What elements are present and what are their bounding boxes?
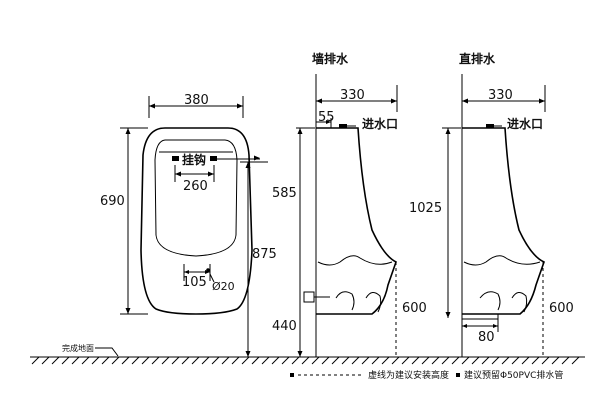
floor-drain-title: 直排水 [459, 51, 496, 66]
front-view: 380 挂钩 260 105 Ø20 690 [100, 93, 277, 357]
hook-left-icon [172, 156, 179, 161]
hook-width-label: 260 [183, 179, 208, 194]
wall-drain-body [316, 127, 397, 315]
floor-inlet-icon [486, 124, 494, 128]
ground: 完成地面 [30, 343, 585, 365]
front-width-label: 380 [184, 93, 209, 108]
wall-drain-title: 墙排水 [312, 51, 349, 66]
wall-drain-pipe-icon [303, 291, 315, 303]
legend-dashed-note: 虚线为建议安装高度 [368, 369, 449, 381]
ground-label: 完成地面 [62, 343, 94, 353]
wall-inlet-offset-label: 55 [318, 110, 335, 125]
wall-dash-height-label: 600 [402, 301, 427, 316]
floor-drain-body [462, 127, 545, 315]
wall-hook-height-label: 585 [272, 186, 297, 201]
install-height-label: 875 [252, 247, 277, 262]
hook-right-icon [210, 156, 217, 161]
legend: 虚线为建议安装高度 建议预留Φ50PVC排水管 [290, 369, 563, 381]
floor-dash-height-label: 600 [549, 301, 574, 316]
front-body-outline [140, 127, 253, 315]
ground-hatch [31, 356, 580, 365]
outlet-diameter-label: Ø20 [212, 280, 235, 293]
front-height-label: 690 [100, 194, 125, 209]
legend-pipe-note: 建议预留Φ50PVC排水管 [464, 369, 563, 381]
wall-inlet-label: 进水口 [362, 116, 398, 131]
floor-drain-view: 直排水 330 进水口 1025 80 600 [409, 51, 574, 357]
wall-drain-height-label: 440 [272, 319, 297, 334]
floor-total-height-label: 1025 [409, 201, 442, 216]
wall-depth-label: 330 [340, 88, 365, 103]
legend-pipe-marker-icon [456, 373, 460, 377]
hook-label: 挂钩 [182, 152, 206, 167]
front-bowl-outline [154, 139, 238, 257]
outlet-offset-label: 105 [182, 275, 207, 290]
outlet-hole-icon [206, 268, 210, 272]
floor-depth-label: 330 [488, 88, 513, 103]
wall-drain-view: 墙排水 330 55 进水口 585 440 600 [272, 51, 427, 357]
ground-label-leader [95, 347, 119, 357]
floor-inlet-label: 进水口 [507, 116, 543, 131]
legend-dash-marker-icon [290, 373, 294, 377]
floor-drain-offset-label: 80 [478, 330, 495, 345]
wall-inlet-icon [339, 124, 347, 128]
floor-drain-pipe-icon [461, 313, 499, 320]
